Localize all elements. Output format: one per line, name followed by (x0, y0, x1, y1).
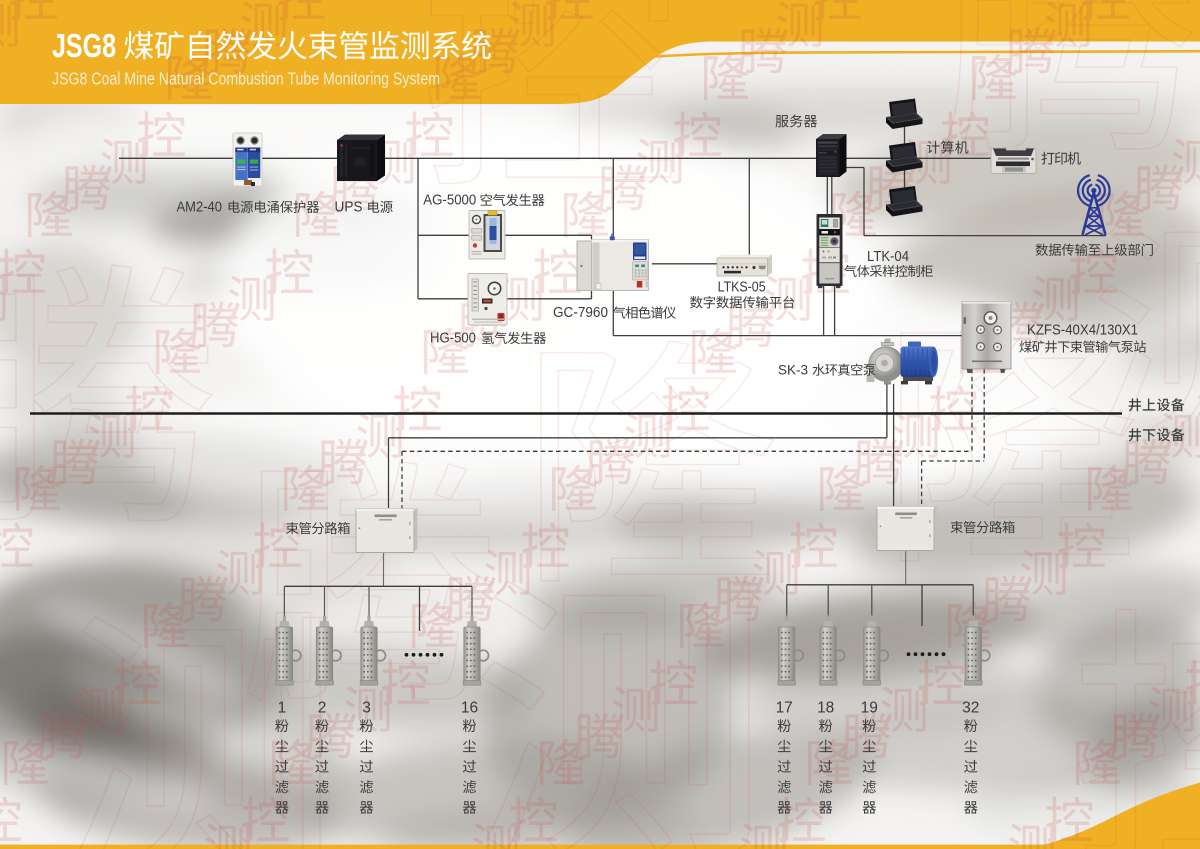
svg-text:AM2-40: AM2-40 (177, 200, 223, 216)
svg-text:JSG8 Coal Mine Natural Combust: JSG8 Coal Mine Natural Combustion Tube M… (52, 69, 440, 89)
svg-text:LTK-04: LTK-04 (867, 249, 909, 265)
svg-text:GC-7960: GC-7960 (553, 305, 608, 321)
svg-text:32: 32 (962, 700, 979, 717)
svg-text:1: 1 (278, 700, 287, 717)
svg-text:19: 19 (861, 700, 878, 717)
svg-text:HG-500: HG-500 (430, 331, 476, 347)
svg-text:LTKS-05: LTKS-05 (718, 280, 766, 296)
svg-text:17: 17 (776, 700, 793, 717)
svg-text:KZFS-40X4/130X1: KZFS-40X4/130X1 (1027, 321, 1138, 338)
svg-text:16: 16 (461, 700, 478, 717)
svg-text:SK-3: SK-3 (778, 361, 808, 377)
svg-text:AG-5000: AG-5000 (423, 193, 476, 209)
svg-text:UPS: UPS (335, 200, 363, 216)
svg-text:3: 3 (362, 700, 371, 717)
svg-text:2: 2 (318, 700, 327, 717)
svg-text:18: 18 (817, 700, 834, 717)
svg-text:JSG8: JSG8 (52, 28, 116, 65)
